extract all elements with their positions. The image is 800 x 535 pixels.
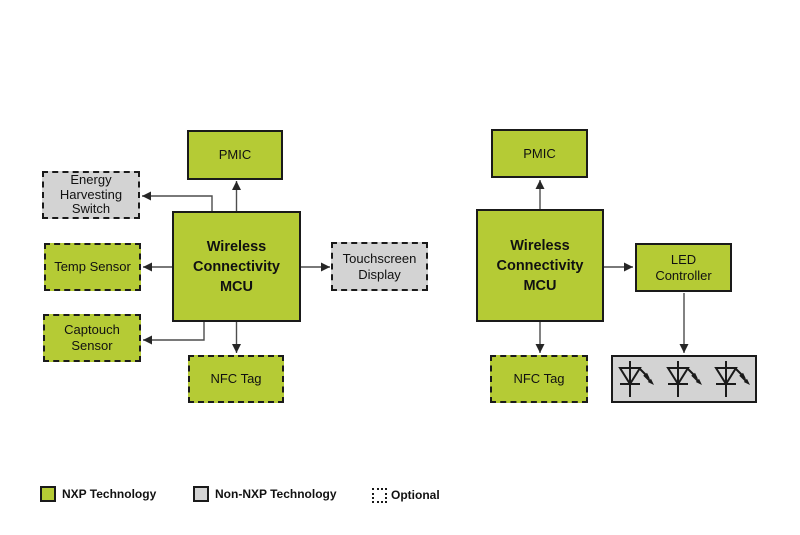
connector-mcu-to-captouch [143, 322, 205, 345]
connector-mcu-to-energy-harvesting [142, 191, 213, 211]
led-array-icons [619, 360, 751, 398]
block-pmic-left: PMIC [187, 130, 283, 180]
legend-item-non-nxp: Non-NXP Technology [193, 486, 337, 502]
legend-label-non-nxp: Non-NXP Technology [215, 487, 337, 501]
optional-dotted-swatch-icon [372, 487, 387, 503]
block-touchscreen-display: Touchscreen Display [331, 242, 428, 291]
block-pmic-right: PMIC [491, 129, 588, 178]
led-diode-icon [715, 360, 751, 398]
legend-label-optional: Optional [391, 488, 440, 502]
led-diode-icon [619, 360, 655, 398]
block-led-array [611, 355, 757, 403]
block-led-controller: LED Controller [635, 243, 732, 292]
nxp-green-swatch-icon [40, 486, 56, 502]
led-diode-icon [667, 360, 703, 398]
legend-item-nxp: NXP Technology [40, 486, 156, 502]
block-nfc-tag-left: NFC Tag [188, 355, 284, 403]
block-energy-harvesting-switch: Energy Harvesting Switch [42, 171, 140, 219]
block-wireless-mcu-right: Wireless Connectivity MCU [476, 209, 604, 322]
legend-label-nxp: NXP Technology [62, 487, 157, 501]
legend-item-optional: Optional [372, 487, 440, 503]
block-temp-sensor: Temp Sensor [44, 243, 141, 291]
block-captouch-sensor: Captouch Sensor [43, 314, 141, 362]
block-nfc-tag-right: NFC Tag [490, 355, 588, 403]
block-wireless-mcu-left: Wireless Connectivity MCU [172, 211, 301, 322]
non-nxp-gray-swatch-icon [193, 486, 209, 502]
